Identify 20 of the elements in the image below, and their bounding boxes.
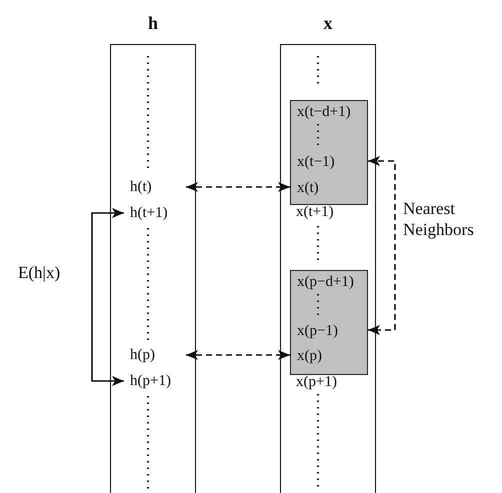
window-box [290, 100, 368, 205]
sequence-label: x(t) [291, 178, 369, 198]
sequence-label: h(p) [124, 345, 186, 365]
sequence-label: h(t+1) [124, 203, 186, 223]
sequence-label: x(t+1) [290, 202, 368, 222]
column-heading: x [322, 12, 334, 35]
arrow [91, 208, 124, 386]
arrow [186, 182, 290, 192]
column-heading: h [146, 12, 159, 35]
arrow [186, 350, 290, 360]
sequence-label: x(p−1) [291, 321, 369, 341]
arrow [368, 156, 396, 335]
window-box [290, 270, 368, 375]
sequence-label: x(p−d+1) [291, 272, 369, 292]
sequence-label: x(t−d+1) [291, 102, 369, 122]
sequence-label: x(t−1) [291, 152, 369, 172]
sequence-label: x(p+1) [290, 372, 368, 392]
sequence-label: x(p) [291, 346, 369, 366]
sequence-label: h(p+1) [124, 371, 186, 391]
sequence-label: h(t) [124, 177, 186, 197]
